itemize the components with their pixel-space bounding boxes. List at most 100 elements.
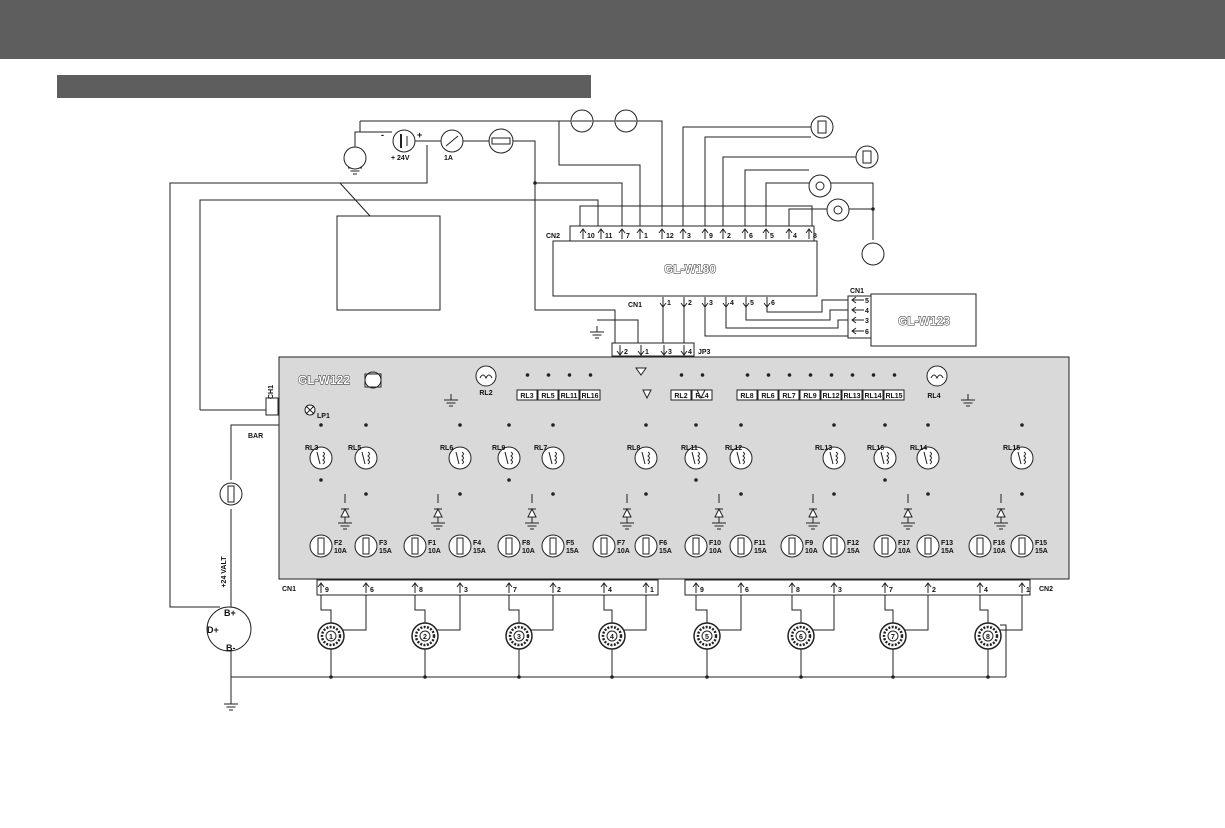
relay-contact [691,451,696,465]
w123-connector [847,295,872,339]
fan-label: 6 [799,634,803,641]
relay-label: RL7 [534,445,547,452]
fuse-icon [592,534,616,558]
cn1-pin-icon [722,297,730,308]
junction-dot [871,373,876,377]
junction-dot [892,373,897,377]
bottom-pin-label: 6 [370,587,374,594]
relay-coil [461,451,464,465]
relay-right-box [799,389,821,401]
wire [230,424,266,480]
pin-head [679,228,687,234]
fan-label: 7 [891,634,895,641]
cn1-pin-icon [680,297,688,308]
relay-right-box-label: RL6 [761,393,774,400]
fuse-icon [684,534,708,558]
cn1-right-label: CN1 [850,288,864,295]
pin-head [788,582,796,588]
pin-head [737,582,745,588]
wire [508,595,520,623]
wire [343,595,367,631]
cn1-pin-icon [763,297,771,308]
bar-label: BAR [248,433,263,440]
fuse-rating: 15A [379,548,392,555]
pin-head [692,582,700,588]
junction-dot [517,675,521,679]
fuse-label: F10 [709,540,721,547]
fan-motor-ring [508,625,530,647]
wire [725,307,848,329]
inline-fuse-icon [488,128,514,154]
rl4-label: RL4 [927,393,940,400]
relay-coil [322,451,325,465]
pin-head [616,350,624,356]
junction-dot [533,181,537,185]
fuse-body [830,537,838,555]
relay-left-box-label: RL16 [581,393,598,400]
w123-pin-head [851,327,857,335]
bottom-pin-icon [737,582,745,593]
pin-head [362,582,370,588]
fuse-rating: 15A [566,548,579,555]
fuse-icon [873,534,897,558]
junction-dot [891,675,895,679]
fuse-rating: 15A [473,548,486,555]
fuse-icon [541,534,565,558]
fuse-label: F9 [805,540,813,547]
battery-icon [392,129,416,153]
fan-motor-ring [882,625,904,647]
pin-head [881,582,889,588]
wire [682,126,811,226]
fan-motor-ring [696,625,718,647]
rl2-coil [479,374,493,380]
fan-motor-ring [790,625,812,647]
ground-icon [590,326,604,339]
wire [597,319,639,345]
controller-box [336,215,441,311]
relay-label: RL6 [440,445,453,452]
bottom-pin-label: 6 [745,587,749,594]
relay-label: RL12 [725,445,742,452]
fan-label: 1 [329,634,333,641]
cn2-pin-label: 9 [709,233,713,240]
junction-dot [745,373,750,377]
junction-dot [871,207,875,211]
junction-dot [808,373,813,377]
relay-icon [448,446,472,470]
fuse-rating: 10A [805,548,818,555]
wire [831,182,874,240]
cn2-pin-label: 2 [727,233,731,240]
bottom-pin-icon [549,582,557,593]
relay-right-box-label: RL13 [843,393,860,400]
fuse-body [317,537,325,555]
wire [637,120,663,226]
diode-icon [642,389,652,400]
wire [531,595,554,631]
junction-dot [364,423,368,427]
cn1-pin-icon [659,297,667,308]
fan-label: 8 [986,634,990,641]
fuse-rating: 10A [993,548,1006,555]
wire [788,208,827,226]
junction-dot [799,675,803,679]
jp3-pin-label: 4 [688,349,692,356]
alt-fuse-icon [219,482,243,506]
junction-dot [679,373,684,377]
bottom-pin-label: 1 [650,587,654,594]
fan-motor-ring [977,625,999,647]
relay-icon [916,446,940,470]
cn2-pin-label: 10 [587,233,595,240]
switch-2-icon [855,145,879,169]
sensor-1-core [815,181,825,191]
fuse-label: F7 [617,540,625,547]
relay-label: RL9 [492,445,505,452]
w123-pin-head [851,296,857,304]
gl-w180-module [552,240,818,297]
relay-right-box-label: RL7 [782,393,795,400]
switch-2-body [862,150,872,164]
junction-dot [507,423,511,427]
fuse-label: F5 [566,540,574,547]
wire [765,182,809,226]
junction-dot [829,373,834,377]
pin-head [830,582,838,588]
